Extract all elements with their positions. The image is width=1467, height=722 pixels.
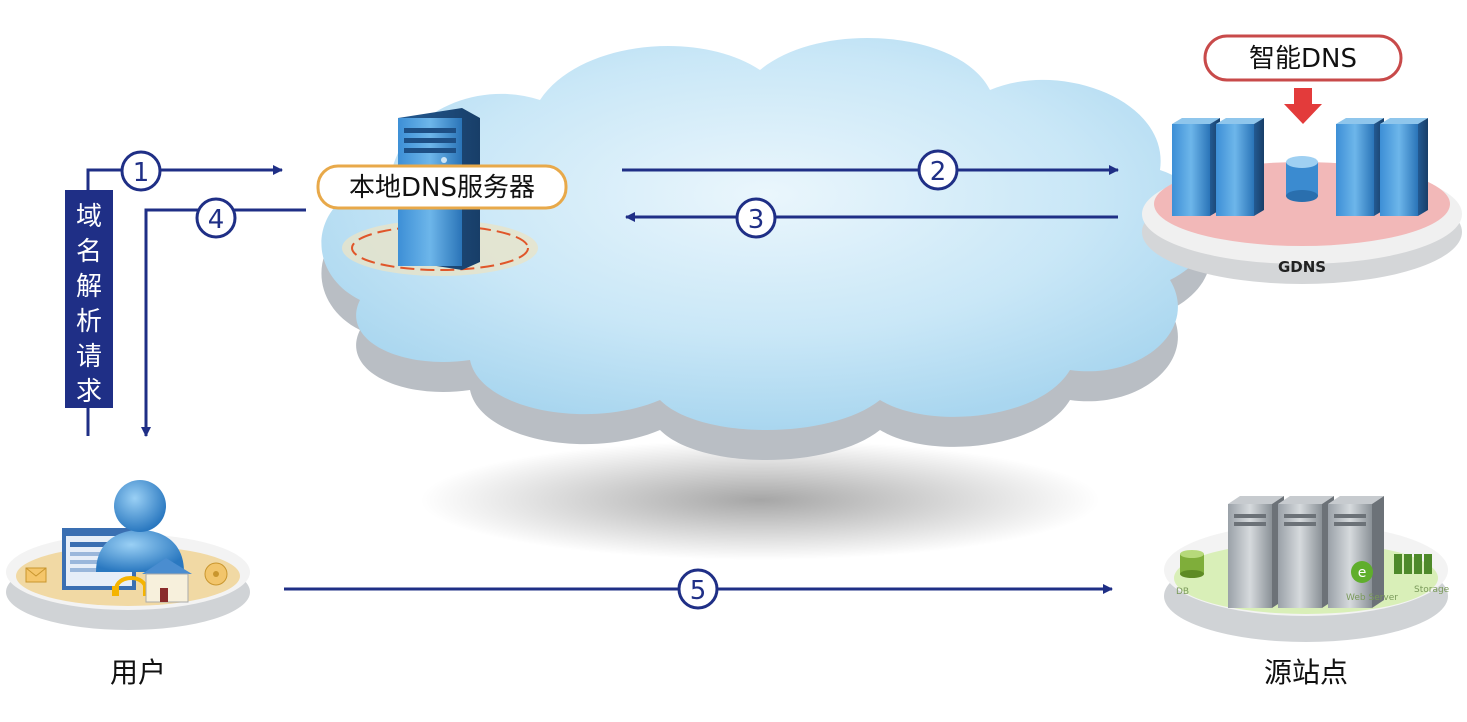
origin-server-2 (1278, 496, 1334, 608)
film-reel-icon (204, 562, 228, 586)
storage-icon (1394, 554, 1432, 574)
gdns-database-icon (1286, 156, 1318, 202)
svg-text:e: e (1358, 565, 1367, 581)
step-badge-1: 1 (120, 150, 162, 192)
step-badge-3: 3 (735, 197, 777, 239)
svg-text:5: 5 (690, 576, 707, 606)
database-icon (1180, 550, 1204, 578)
step-badge-2: 2 (917, 149, 959, 191)
user-avatar-icon (96, 480, 184, 572)
smart-dns-down-arrow-icon (1284, 88, 1322, 124)
smart-dns-badge: 智能DNS (1203, 34, 1403, 124)
local-dns-label: 本地DNS服务器 (349, 173, 535, 203)
origin-server-1 (1228, 496, 1284, 608)
request-char-4: 析 (76, 307, 102, 337)
gdns-server-3 (1336, 118, 1384, 216)
cloud-shadow (420, 440, 1100, 560)
origin-label: 源站点 (1264, 656, 1348, 689)
svg-text:3: 3 (748, 205, 765, 235)
step-4-arrow (141, 208, 306, 437)
user-label: 用户 (110, 656, 166, 689)
smart-dns-label: 智能DNS (1249, 44, 1357, 74)
domain-request-bar: 域 名 解 析 请 求 (65, 172, 113, 436)
step-badge-4: 4 (195, 197, 237, 239)
house-icon (142, 558, 192, 603)
storage-icon-label: Storage (1414, 585, 1450, 595)
gdns-server-4 (1380, 118, 1428, 216)
gdns-server-1 (1172, 118, 1220, 216)
request-char-5: 请 (76, 342, 102, 372)
origin-server-3 (1328, 496, 1384, 608)
step-1-arrow (86, 165, 283, 175)
step-badge-5: 5 (677, 568, 719, 610)
db-icon-label: DB (1176, 587, 1189, 597)
request-char-1: 域 (76, 202, 102, 232)
svg-text:4: 4 (208, 205, 225, 235)
mail-icon (25, 567, 47, 583)
gdns-server-2 (1216, 118, 1264, 216)
user-node (6, 480, 250, 630)
local-dns-label-badge: 本地DNS服务器 (316, 164, 568, 210)
origin-node: e DB Web Server Storage (1164, 496, 1450, 642)
request-char-6: 求 (76, 377, 102, 407)
gdns-label: GDNS (1278, 258, 1326, 276)
web-server-icon-label: Web Server (1346, 593, 1398, 603)
request-char-2: 名 (76, 237, 102, 267)
request-char-3: 解 (76, 272, 102, 302)
web-browser-icon: e (1351, 561, 1373, 583)
svg-text:2: 2 (930, 157, 947, 187)
gdns-cluster: GDNS (1142, 118, 1462, 284)
svg-text:1: 1 (133, 158, 150, 188)
